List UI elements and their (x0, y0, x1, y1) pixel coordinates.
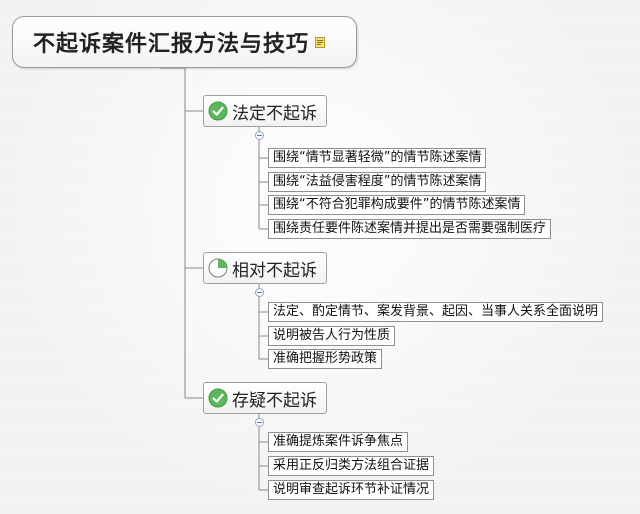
root-title: 不起诉案件汇报方法与技巧 (33, 32, 310, 57)
leaf-topic[interactable]: 采用正反归类方法组合证据 (268, 456, 435, 476)
collapse-toggle[interactable] (255, 418, 264, 427)
leaf-topic[interactable]: 围绕“不符合犯罪构成要件”的情节陈述案情 (268, 195, 526, 215)
branch-topic-legal[interactable]: 法定不起诉 (203, 95, 327, 127)
check-circle-icon (208, 388, 228, 408)
root-topic[interactable]: 不起诉案件汇报方法与技巧 (12, 16, 357, 68)
note-icon[interactable] (315, 36, 326, 48)
check-circle-icon (208, 101, 228, 121)
branch-topic-doubt[interactable]: 存疑不起诉 (203, 382, 327, 414)
leaf-topic[interactable]: 法定、酌定情节、案发背景、起因、当事人关系全面说明 (268, 302, 604, 322)
branch-topic-relative[interactable]: 相对不起诉 (203, 252, 327, 284)
leaf-topic[interactable]: 围绕“情节显著轻微”的情节陈述案情 (268, 148, 487, 168)
leaf-topic[interactable]: 准确提炼案件诉争焦点 (268, 432, 409, 452)
leaf-topic[interactable]: 说明审查起诉环节补证情况 (268, 480, 435, 500)
leaf-topic[interactable]: 围绕“法益侵害程度”的情节陈述案情 (268, 172, 487, 192)
collapse-toggle[interactable] (255, 131, 264, 140)
leaf-topic[interactable]: 说明被告人行为性质 (268, 326, 396, 346)
collapse-toggle[interactable] (255, 288, 264, 297)
leaf-topic[interactable]: 围绕责任要件陈述案情并提出是否需要强制医疗 (268, 219, 552, 239)
branch-label: 相对不起诉 (232, 260, 317, 281)
leaf-topic[interactable]: 准确把握形势政策 (268, 349, 383, 369)
progress-quarter-icon (208, 258, 228, 278)
branch-label: 存疑不起诉 (232, 390, 317, 411)
branch-label: 法定不起诉 (232, 103, 317, 124)
